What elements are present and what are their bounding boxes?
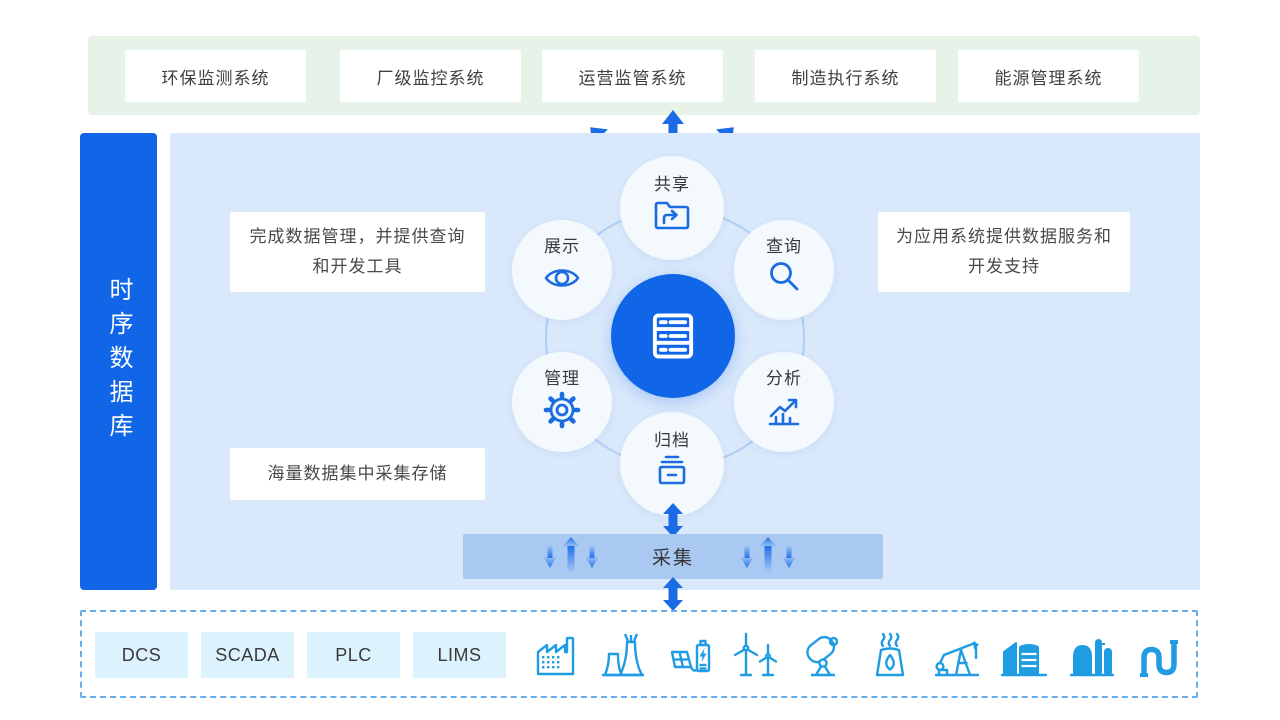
share-folder-icon: [654, 201, 690, 230]
pipeline-icon: [1140, 640, 1178, 677]
hub-node-analysis: 分析: [734, 352, 834, 452]
database-server-icon: [652, 313, 694, 359]
system-box-plant-monitoring: 厂级监控系统: [340, 50, 521, 102]
protocol-label: PLC: [335, 644, 372, 665]
hub-node-label: 分析: [766, 369, 802, 388]
sidebar-title-text: 时序数据库: [105, 276, 132, 447]
callout-line: 海量数据集中采集存储: [267, 464, 448, 483]
mixer-icon: [806, 635, 839, 677]
callout-line: 开发支持: [968, 257, 1040, 276]
callout-data-management: 完成数据管理，并提供查询 和开发工具: [230, 212, 485, 292]
hub-node-archive: 归档: [620, 412, 724, 516]
system-box-operation-supervision: 运营监管系统: [542, 50, 723, 102]
double-arrow-collect-bottom-icon: [663, 577, 683, 611]
hub-node-query: 查询: [734, 220, 834, 320]
oil-pump-icon: [934, 641, 980, 677]
silo-icon: [1000, 642, 1048, 677]
factory-icon: [536, 636, 575, 676]
hub-node-share: 共享: [620, 156, 724, 260]
power-plant-icon: [602, 633, 644, 677]
analytics-chart-icon: [768, 398, 800, 426]
protocol-label: SCADA: [215, 644, 280, 665]
collect-bar: 采集: [463, 534, 883, 579]
system-label: 能源管理系统: [994, 68, 1103, 88]
callout-line: 和开发工具: [312, 257, 403, 276]
hub-node-manage: 管理: [512, 352, 612, 452]
callout-data-service: 为应用系统提供数据服务和 开发支持: [878, 212, 1130, 292]
protocol-box-lims: LIMS: [413, 632, 506, 678]
search-icon: [770, 262, 799, 291]
hub-node-label: 管理: [544, 369, 580, 388]
system-label: 环保监测系统: [161, 68, 270, 88]
callout-mass-storage: 海量数据集中采集存储: [230, 448, 485, 500]
system-box-env-monitoring: 环保监测系统: [125, 50, 306, 102]
callout-line: 为应用系统提供数据服务和: [896, 227, 1112, 246]
sidebar-tsdb-title: 时序数据库: [80, 133, 157, 590]
double-arrow-collect-top-icon: [663, 503, 683, 537]
protocol-box-plc: PLC: [307, 632, 400, 678]
protocol-label: DCS: [121, 644, 162, 665]
hub-node-label: 查询: [766, 237, 802, 256]
hub-node-display: 展示: [512, 220, 612, 320]
collect-bar-label: 采集: [651, 548, 694, 569]
gear-icon: [543, 391, 581, 429]
system-box-energy-management: 能源管理系统: [958, 50, 1139, 102]
chemical-tank-icon: [1069, 639, 1115, 677]
wind-turbine-icon: [733, 632, 778, 677]
protocol-label: LIMS: [437, 644, 482, 665]
solar-battery-icon: [670, 639, 711, 673]
eye-icon: [544, 269, 580, 287]
furnace-icon: [875, 632, 905, 677]
archive-box-icon: [658, 455, 686, 485]
system-label: 厂级监控系统: [376, 68, 485, 88]
callout-line: 完成数据管理，并提供查询: [249, 227, 466, 246]
protocol-box-scada: SCADA: [201, 632, 294, 678]
hub-node-label: 归档: [654, 431, 690, 450]
hub-node-label: 展示: [544, 237, 580, 256]
hub-center-database: [611, 274, 735, 398]
collect-bar-arrows-icon: [543, 537, 796, 572]
protocol-box-dcs: DCS: [95, 632, 188, 678]
system-label: 制造执行系统: [791, 68, 900, 88]
hub-node-label: 共享: [654, 175, 690, 194]
system-box-mes: 制造执行系统: [755, 50, 936, 102]
system-label: 运营监管系统: [578, 68, 687, 88]
